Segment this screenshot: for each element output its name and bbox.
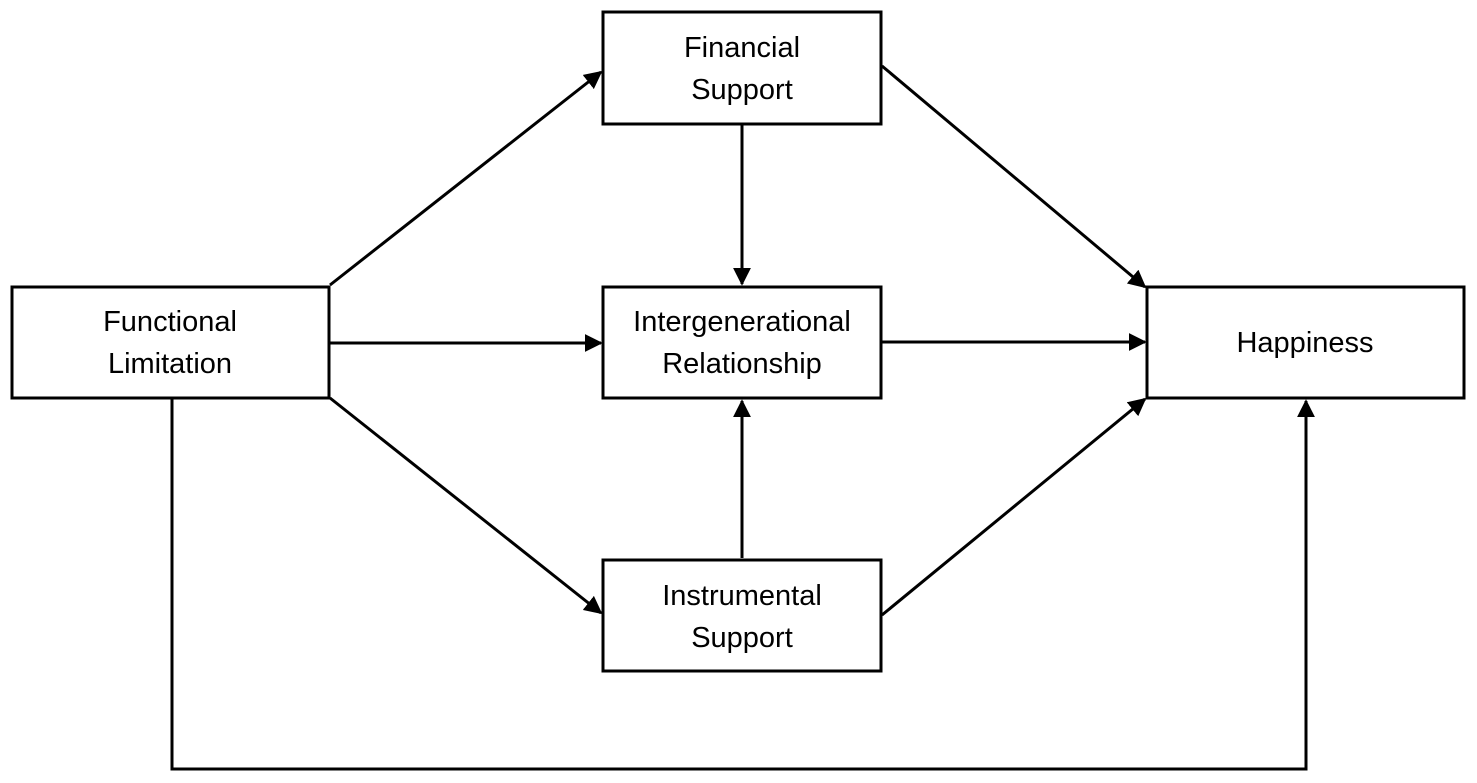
- financial-support-box: [601, 10, 883, 126]
- functional-limitation-label-line1: Functional: [103, 306, 237, 338]
- intergenerational-relationship-label-line2: Relationship: [662, 348, 822, 380]
- instrumental-support-label-line1: Instrumental: [662, 580, 822, 612]
- node-happiness: Happiness: [1145, 285, 1466, 400]
- node-functional-limitation: Functional Limitation: [10, 285, 331, 400]
- functional-limitation-box: [10, 285, 331, 400]
- happiness-box: [1145, 285, 1466, 400]
- functional-limitation-label-line2: Limitation: [108, 348, 232, 380]
- financial-support-label-line1: Financial: [684, 32, 800, 64]
- edge-instrumental-to-happiness: [881, 397, 1147, 617]
- edges: [170, 64, 1315, 771]
- edge-functional-to-instrumental: [329, 396, 603, 615]
- intergenerational-relationship-box: [601, 285, 883, 400]
- node-financial-support: Financial Support: [601, 10, 883, 126]
- node-instrumental-support: Instrumental Support: [601, 558, 883, 673]
- intergenerational-relationship-label-line1: Intergenerational: [633, 306, 851, 338]
- node-intergenerational-relationship: Intergenerational Relationship: [601, 285, 883, 400]
- instrumental-support-label-line2: Support: [691, 622, 793, 654]
- edge-functional-to-financial: [329, 70, 603, 287]
- financial-support-label-line2: Support: [691, 74, 793, 106]
- happiness-label: Happiness: [1236, 327, 1373, 359]
- instrumental-support-box: [601, 558, 883, 673]
- edge-functional-to-happiness: [170, 399, 1315, 771]
- edge-financial-to-happiness: [881, 64, 1147, 289]
